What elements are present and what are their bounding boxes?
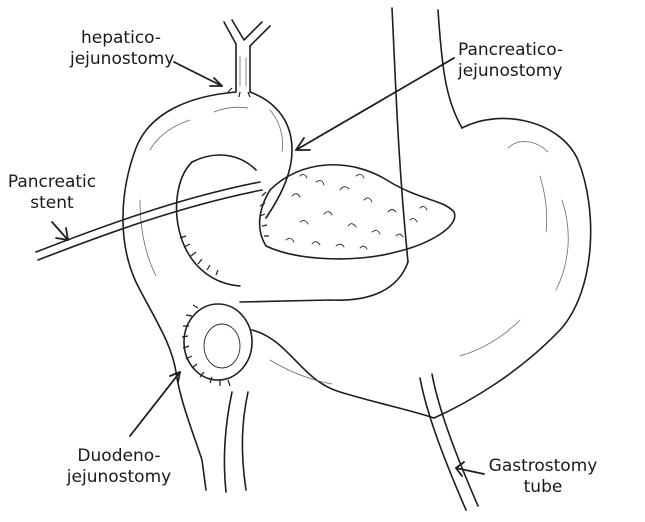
pancreas-remnant [258, 164, 456, 260]
label-hepaticojejunostomy: hepatico- jejunostomy [70, 28, 175, 70]
label-gastrostomy-tube: Gastrostomy tube [484, 456, 602, 498]
pancreatic-stent [35, 181, 263, 261]
label-pancreatic-stent: Pancreatic stent [4, 172, 100, 214]
duodenal-junction [183, 303, 435, 419]
label-duodenojejunostomy-line1: Duodeno- [77, 446, 161, 466]
label-pancreaticojejunostomy-line2: jejunostomy [458, 61, 563, 81]
stomach [239, 117, 592, 419]
label-pancreaticojejunostomy-line1: Pancreatico- [458, 40, 564, 60]
esophagus [391, 7, 463, 263]
pointer-pancreatic-stent [51, 221, 69, 241]
label-gastrostomy-tube-line1: Gastrostomy [488, 456, 598, 476]
label-pancreaticojejunostomy: Pancreatico- jejunostomy [458, 40, 563, 82]
anastomosis-sutures [179, 87, 269, 387]
label-pancreatic-stent-line2: stent [30, 193, 74, 213]
pointer-gastrostomy-tube [455, 467, 485, 475]
hepatic-duct [223, 19, 271, 93]
jejunal-loop [122, 91, 293, 491]
label-hepaticojejunostomy-line1: hepatico- [80, 28, 162, 48]
label-pancreatic-stent-line1: Pancreatic [7, 172, 97, 192]
label-pointers [51, 57, 485, 477]
pointer-pancreaticojejunostomy [295, 57, 455, 151]
pointer-duodenojejunostomy [129, 371, 181, 437]
pointer-hepaticojejunostomy [173, 61, 223, 87]
gastrostomy-tube [419, 373, 479, 511]
label-duodenojejunostomy: Duodeno- jejunostomy [64, 446, 174, 488]
label-hepaticojejunostomy-line2: jejunostomy [70, 49, 175, 69]
label-duodenojejunostomy-line2: jejunostomy [66, 467, 172, 487]
duodenum [223, 391, 249, 493]
label-gastrostomy-tube-line2: tube [523, 477, 563, 497]
